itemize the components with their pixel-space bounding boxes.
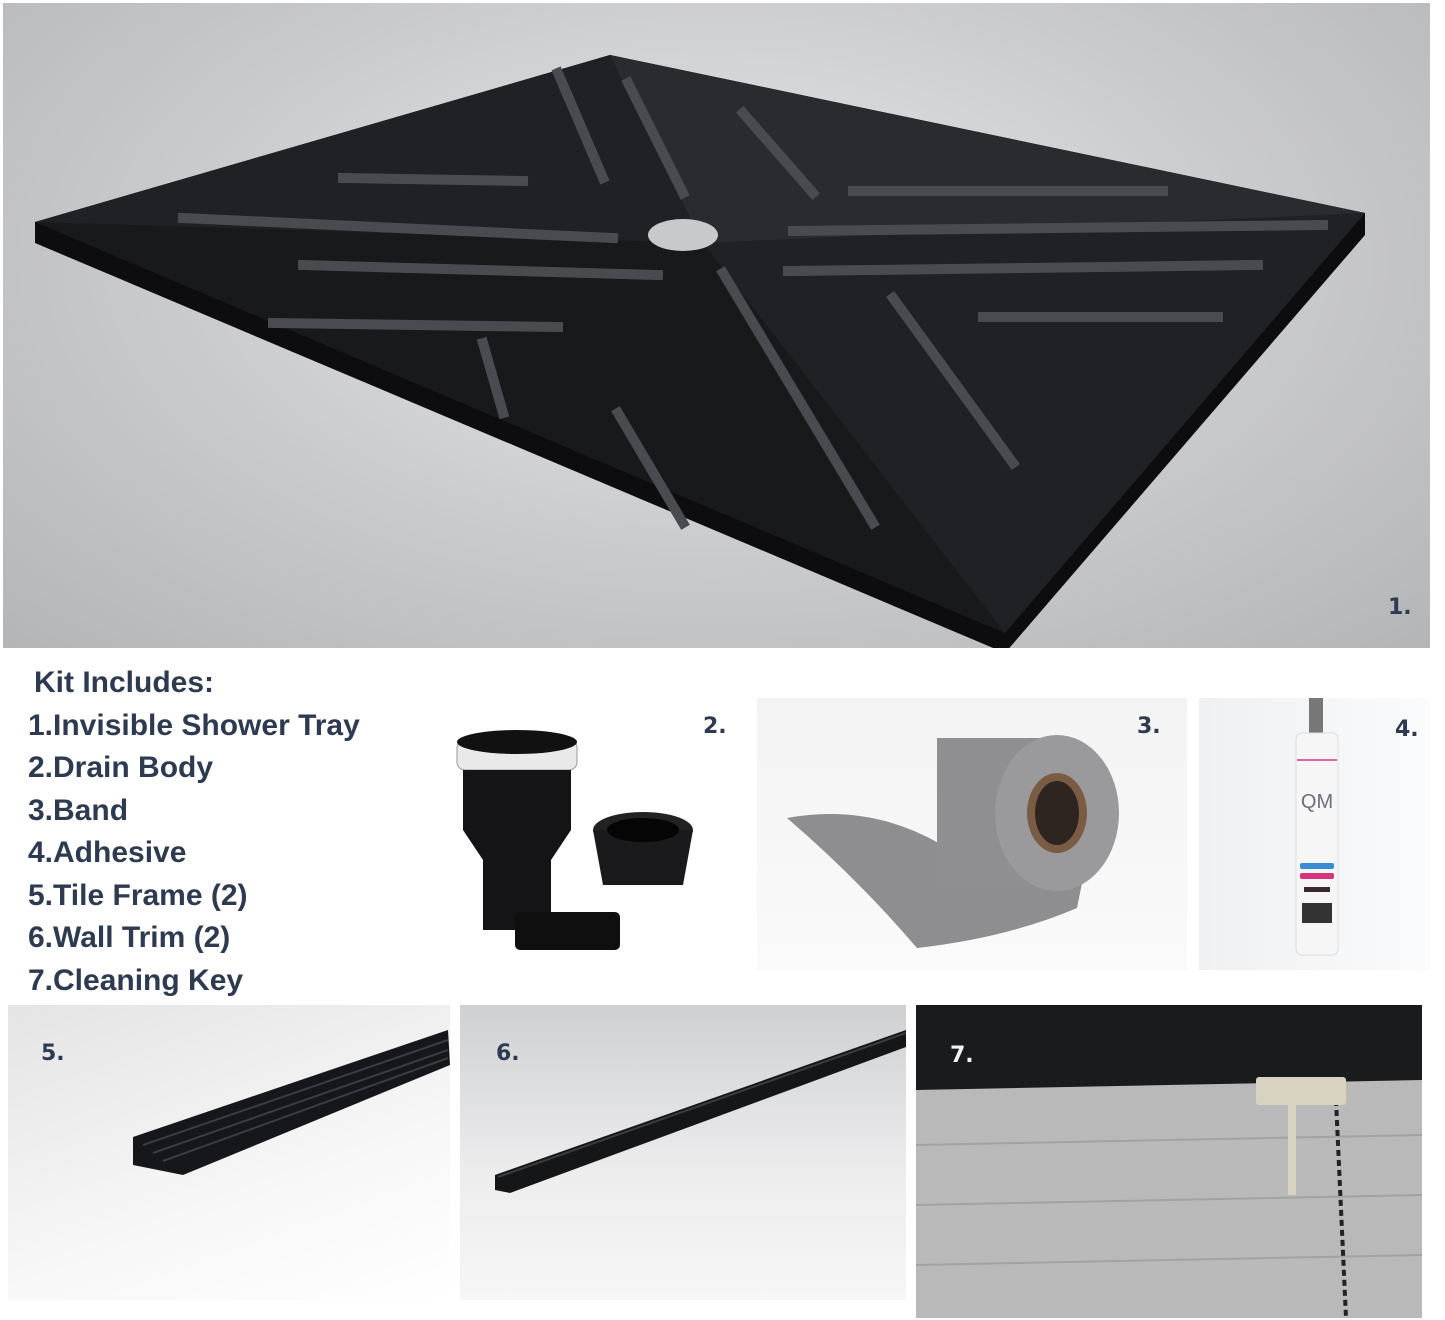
cleaning-key-photo: 7. [916, 1005, 1422, 1318]
kit-item: 1.Invisible Shower Tray [28, 708, 360, 742]
panel-number-4: 4. [1395, 717, 1419, 742]
panel-number-7: 7. [950, 1043, 974, 1068]
panel-number-1: 1. [1388, 595, 1412, 620]
cleaning-key-illustration [916, 1005, 1422, 1318]
kit-item: 4.Adhesive [28, 836, 187, 869]
band-roll-illustration [787, 735, 1119, 948]
adhesive-photo: QM 4. [1199, 698, 1430, 970]
band-photo: 3. [757, 698, 1187, 970]
wall-trim-illustration [495, 1030, 906, 1193]
tile-frame-illustration [133, 1030, 450, 1175]
kit-item: 6.Wall Trim (2) [28, 921, 231, 954]
drain-body-photo: 2. [420, 690, 750, 970]
kit-list: Kit Includes: 1.Invisible Shower Tray 2.… [28, 662, 360, 1002]
adhesive-brand: QM [1301, 791, 1333, 813]
kit-item: 5.Tile Frame (2) [28, 878, 248, 912]
tile-frame-photo: 5. [8, 1005, 450, 1300]
panel-number-2: 2. [703, 714, 727, 739]
wall-trim-photo: 6. [460, 1005, 906, 1300]
adhesive-tube-illustration: QM [1295, 698, 1339, 956]
kit-item: 3.Band [28, 793, 129, 827]
kit-heading: Kit Includes: [34, 666, 215, 699]
panel-number-5: 5. [41, 1041, 65, 1066]
drain-body-illustration [456, 730, 693, 950]
shower-tray-photo: 1. [3, 3, 1430, 648]
shower-tray-illustration [35, 55, 1365, 648]
panel-number-3: 3. [1137, 714, 1161, 739]
panel-number-6: 6. [496, 1041, 520, 1066]
kit-item: 2.Drain Body [28, 751, 214, 784]
kit-item: 7.Cleaning Key [28, 963, 244, 997]
